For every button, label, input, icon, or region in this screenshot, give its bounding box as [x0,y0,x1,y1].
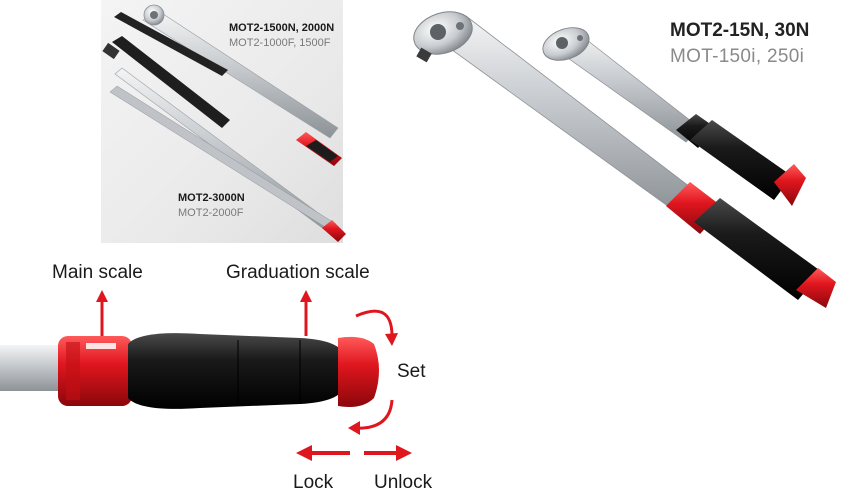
large-wrench1-title: MOT2-1500N, 2000N [229,22,335,34]
graduation-scale-label: Graduation scale [226,262,370,283]
large-wrench1-subtitle: MOT2-1000F, 1500F [229,37,331,49]
large-wrench2-subtitle: MOT2-2000F [178,207,244,219]
lock-arrow [296,445,350,461]
main-scale-label: Main scale [52,262,143,283]
unlock-arrow [364,445,412,461]
main-scale-arrow [96,290,108,336]
large-wrench-1500n [142,4,342,166]
small-wrench-subtitle: MOT-150i, 250i [670,46,805,67]
extension-bar [102,12,230,128]
small-wrench-title: MOT2-15N, 30N [670,20,810,41]
set-label: Set [397,361,426,382]
large-wrench-3000n [109,67,346,242]
unlock-label: Unlock [374,472,433,493]
handle-diagram [0,333,379,409]
small-wrench-15n [542,27,806,206]
large-wrench2-title: MOT2-3000N [178,192,245,204]
small-wrench-30n [413,11,836,308]
large-wrench-group [102,4,346,242]
set-rotation-arrows [348,309,398,435]
graduation-scale-arrow [300,290,312,336]
lock-label: Lock [293,472,334,493]
